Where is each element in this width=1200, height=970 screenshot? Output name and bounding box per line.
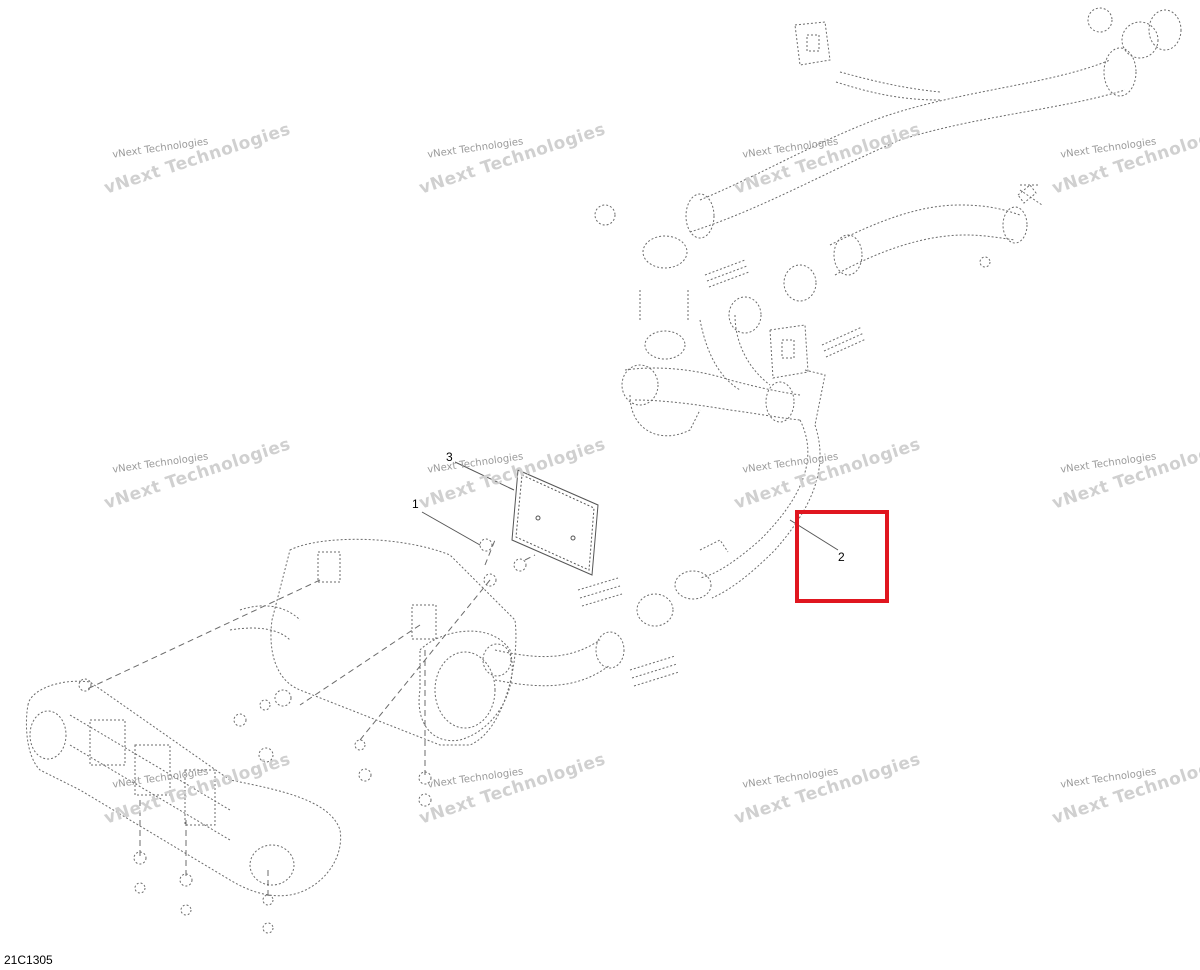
muffler	[270, 538, 517, 746]
part-2-highlight-box	[795, 510, 889, 603]
heat-plate-part-3	[511, 469, 599, 576]
pipe-branch-mid	[829, 184, 1038, 276]
front-pipe-part-2	[674, 419, 821, 600]
alignment-lines	[84, 539, 536, 900]
callout-2[interactable]: 2	[838, 550, 845, 564]
callout-3[interactable]: 3	[446, 450, 453, 464]
collector-pipe	[621, 314, 826, 437]
muffler-inlet-pipe	[229, 605, 625, 687]
fasteners	[78, 256, 991, 934]
y-pipe-upper	[685, 7, 1182, 239]
rubber-hanger-mid	[769, 324, 809, 379]
springs	[577, 189, 1043, 687]
diagram-code: 21C1305	[4, 953, 53, 967]
heat-shield	[25, 680, 342, 897]
leader-lines	[421, 461, 839, 551]
callout-1[interactable]: 1	[412, 497, 419, 511]
gaskets	[594, 204, 817, 627]
rubber-hanger-top	[794, 21, 831, 66]
